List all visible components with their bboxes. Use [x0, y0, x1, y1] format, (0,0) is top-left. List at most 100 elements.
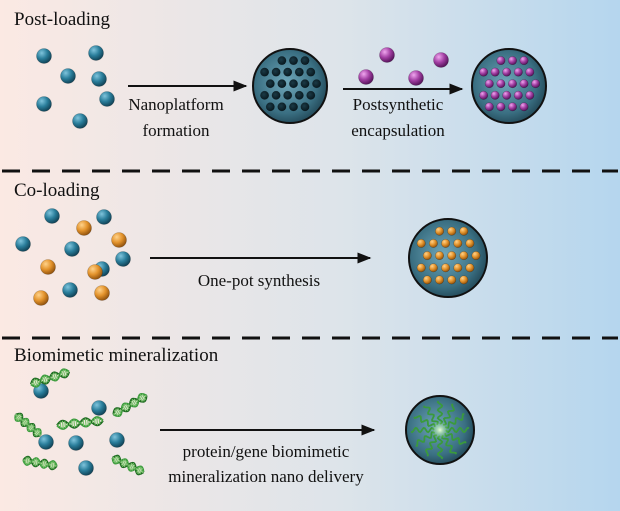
nanoplatform-sphere [252, 48, 328, 124]
blue-particle [99, 91, 115, 107]
blue-particle [88, 45, 104, 61]
purple-particle [508, 56, 517, 66]
purple-particle [379, 47, 395, 63]
blue-particle [91, 71, 107, 87]
pore [300, 102, 310, 112]
purple-particle [358, 69, 374, 85]
blue-particle [36, 48, 52, 64]
purple-particle [479, 67, 489, 77]
orange-particle [453, 263, 463, 273]
step-label-nanoplatform-line1: Nanoplatform [128, 95, 223, 114]
pore [271, 90, 281, 100]
purple-particle [502, 90, 512, 100]
orange-particle [94, 285, 110, 301]
pore [271, 67, 281, 77]
pore [300, 79, 310, 89]
dna-strand [29, 368, 71, 388]
step-label-one-pot: One-pot synthesis [198, 271, 320, 290]
orange-particle [435, 226, 444, 236]
blue-particle [96, 209, 112, 225]
orange-particle [447, 251, 457, 261]
pore [277, 79, 287, 89]
purple-particle [525, 67, 535, 77]
pore [312, 79, 322, 89]
orange-particle [465, 238, 475, 248]
blue-particle [78, 460, 94, 476]
purple-particle [433, 52, 449, 68]
sphere-core-glow [431, 421, 449, 439]
purple-particle [496, 102, 506, 112]
purple-particle [513, 67, 523, 77]
dna-strand [56, 416, 104, 430]
section-title-co-loading: Co-loading [14, 180, 100, 201]
dna-strands-group [14, 368, 148, 476]
radial-dna [410, 400, 470, 460]
purple-particle [508, 79, 517, 89]
step-label-mineralization-line2: mineralization nano delivery [168, 467, 364, 486]
dna-strand [111, 454, 145, 476]
orange-particle [447, 275, 457, 285]
blue-particle [64, 241, 80, 257]
section-title-biomimetic: Biomimetic mineralization [14, 345, 219, 366]
orange-particle [435, 275, 444, 285]
pore [260, 67, 270, 77]
orange-loaded-sphere [408, 218, 488, 298]
pore [260, 90, 270, 100]
dna-loaded-sphere [405, 395, 475, 465]
blue-particle [115, 251, 131, 267]
purple-particle [490, 90, 500, 100]
pore [306, 90, 316, 100]
pore [283, 67, 293, 77]
orange-particle [111, 232, 127, 248]
orange-particle [416, 263, 426, 273]
pore [277, 102, 287, 112]
blue-particle [60, 68, 76, 84]
purple-particle [408, 70, 424, 86]
nanospheres-group [252, 48, 547, 465]
purple-particle [519, 56, 529, 66]
blue-particle [36, 96, 52, 112]
orange-particle [435, 251, 444, 261]
dna-strand [22, 455, 58, 471]
pore [277, 56, 287, 66]
orange-particle [76, 220, 92, 236]
purple-particle [519, 102, 529, 112]
orange-particle [441, 238, 451, 248]
purple-particle [502, 67, 512, 77]
orange-particle [422, 251, 432, 261]
step-label-postsynthetic-line1: Postsynthetic [353, 95, 444, 114]
orange-particle [416, 238, 426, 248]
free-particles-group [15, 45, 449, 476]
pore [306, 67, 316, 77]
dna-strand [112, 392, 148, 418]
step-label-postsynthetic-line2: encapsulation [351, 121, 445, 140]
pore [289, 79, 298, 89]
blue-particle [38, 434, 54, 450]
blue-particle [109, 432, 125, 448]
orange-particle [428, 238, 438, 248]
purple-loaded-sphere [471, 48, 547, 124]
purple-particle [531, 79, 541, 89]
orange-particle [465, 263, 475, 273]
pore [265, 102, 275, 112]
step-label-mineralization-line1: protein/gene biomimetic [183, 442, 350, 461]
orange-particle [428, 263, 438, 273]
orange-particle [471, 251, 481, 261]
orange-particle [459, 226, 469, 236]
orange-particle [87, 264, 103, 280]
blue-particle [62, 282, 78, 298]
orange-particle [40, 259, 56, 275]
step-label-nanoplatform-line2: formation [142, 121, 210, 140]
purple-particle [484, 79, 494, 89]
pore [289, 56, 298, 66]
orange-particle [33, 290, 49, 306]
purple-particle [519, 79, 529, 89]
orange-particle [453, 238, 463, 248]
purple-particle [496, 79, 506, 89]
purple-particle [479, 90, 489, 100]
blue-particle [91, 400, 107, 416]
pore [294, 90, 304, 100]
purple-particle [490, 67, 500, 77]
pore [289, 102, 298, 112]
